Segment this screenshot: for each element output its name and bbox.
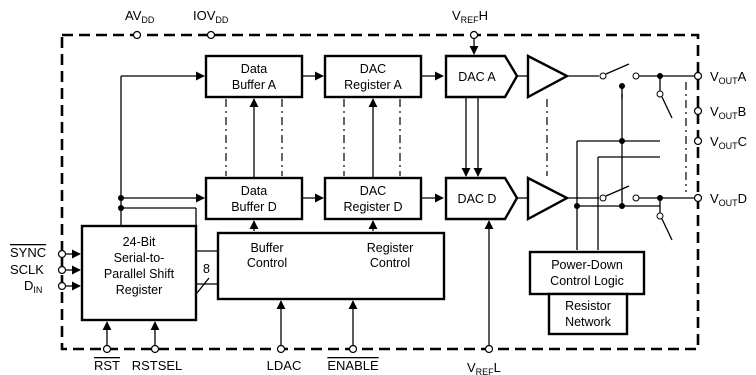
voutb-sub: OUT	[719, 111, 739, 121]
enable-pin	[348, 344, 358, 354]
amplifier-a	[526, 54, 570, 100]
shift-register-line3: Parallel Shift	[104, 267, 175, 281]
vrefl-suffix: L	[494, 360, 501, 375]
dac-register-d-line1: DAC	[360, 184, 386, 198]
control-bus-width: 8	[203, 262, 210, 276]
voutd-main: V	[710, 191, 719, 206]
rst-pin	[102, 344, 112, 354]
avdd-pin	[132, 30, 142, 40]
din-main: D	[24, 278, 33, 293]
data-buffer-d-line1: Data	[241, 184, 267, 198]
avdd-sub: DD	[141, 15, 154, 25]
resistor-network-block	[547, 292, 629, 336]
voutb-pin-label: VOUTB	[710, 104, 746, 121]
avdd-main: AV	[125, 8, 142, 23]
control-block	[216, 231, 446, 301]
buffer-control-line2: Control	[247, 256, 287, 270]
shift-register-line2: Serial-to-	[114, 251, 165, 265]
dac-a-block	[444, 54, 519, 99]
vrefl-pin-label: VREFL	[467, 360, 501, 375]
amplifier-d	[526, 176, 570, 222]
vouta-main: V	[710, 69, 719, 84]
vouta-suffix: A	[738, 69, 747, 84]
vouta-pin	[693, 71, 703, 81]
data-buffer-a-line1: Data	[241, 62, 267, 76]
power-down-line1: Power-Down	[551, 258, 623, 272]
data-buffer-d-line2: Buffer D	[231, 200, 277, 214]
vouta-pin-label: VOUTA	[710, 69, 747, 86]
register-control-line2: Control	[370, 256, 410, 270]
vouta-sub: OUT	[719, 76, 739, 86]
power-down-line2: Control Logic	[550, 274, 624, 288]
sync-pin	[57, 249, 67, 259]
vrefh-pin-label: VREFH	[452, 8, 488, 25]
resistor-network-line2: Network	[565, 315, 612, 329]
resistor-network-line1: Resistor	[565, 299, 611, 313]
voutb-pin	[693, 106, 703, 116]
voutc-main: V	[710, 134, 719, 149]
voutc-pin	[693, 136, 703, 146]
buffer-control-line1: Buffer	[250, 241, 283, 255]
iovdd-sub: DD	[215, 15, 228, 25]
power-down-block	[528, 250, 646, 296]
rst-pin-label: RST	[94, 358, 120, 373]
vrefl-main: V	[467, 360, 476, 375]
avdd-pin-label: AVDD	[125, 8, 155, 25]
dac-d-block	[444, 176, 519, 221]
dac-d-label: DAC D	[458, 192, 497, 206]
shift-register-line1: 24-Bit	[123, 235, 156, 249]
vrefh-suffix: H	[479, 8, 488, 23]
dac-register-d-block	[323, 176, 423, 221]
shift-register-block	[80, 224, 198, 322]
voutb-main: V	[710, 104, 719, 119]
voutd-pin-label: VOUTD	[710, 191, 747, 208]
vrefl-pin	[484, 344, 494, 354]
vrefl-sub: REF	[476, 367, 495, 375]
chip-boundary	[60, 33, 700, 351]
voutd-suffix: D	[738, 191, 747, 206]
vrefh-pin	[469, 30, 479, 40]
ldac-pin-label: LDAC	[267, 358, 302, 373]
din-pin	[57, 281, 67, 291]
dac-register-a-line2: Register A	[344, 78, 402, 92]
iovdd-pin	[206, 30, 216, 40]
voutc-suffix: C	[738, 134, 747, 149]
rstsel-pin-label: RSTSEL	[132, 358, 183, 373]
ldac-pin	[276, 344, 286, 354]
register-control-line1: Register	[367, 241, 414, 255]
dac-register-a-line1: DAC	[360, 62, 386, 76]
din-pin-label: DIN	[24, 278, 42, 295]
dac-a-label: DAC A	[458, 70, 496, 84]
voutc-sub: OUT	[719, 141, 739, 151]
vrefh-sub: REF	[461, 15, 480, 25]
voutd-sub: OUT	[719, 198, 739, 208]
sclk-pin	[57, 265, 67, 275]
dac-register-d-line2: Register D	[343, 200, 402, 214]
din-sub: IN	[33, 285, 42, 295]
data-buffer-a-line2: Buffer A	[232, 78, 277, 92]
sclk-pin-label: SCLK	[10, 262, 44, 277]
voutc-pin-label: VOUTC	[710, 134, 747, 151]
iovdd-main: IOV	[193, 8, 216, 23]
shift-register-line4: Register	[116, 283, 163, 297]
iovdd-pin-label: IOVDD	[193, 8, 229, 25]
rstsel-pin	[150, 344, 160, 354]
vrefh-main: V	[452, 8, 461, 23]
voutd-pin	[693, 193, 703, 203]
voutb-suffix: B	[738, 104, 747, 119]
enable-pin-label: ENABLE	[327, 358, 379, 373]
sync-pin-label: SYNC	[10, 245, 46, 260]
